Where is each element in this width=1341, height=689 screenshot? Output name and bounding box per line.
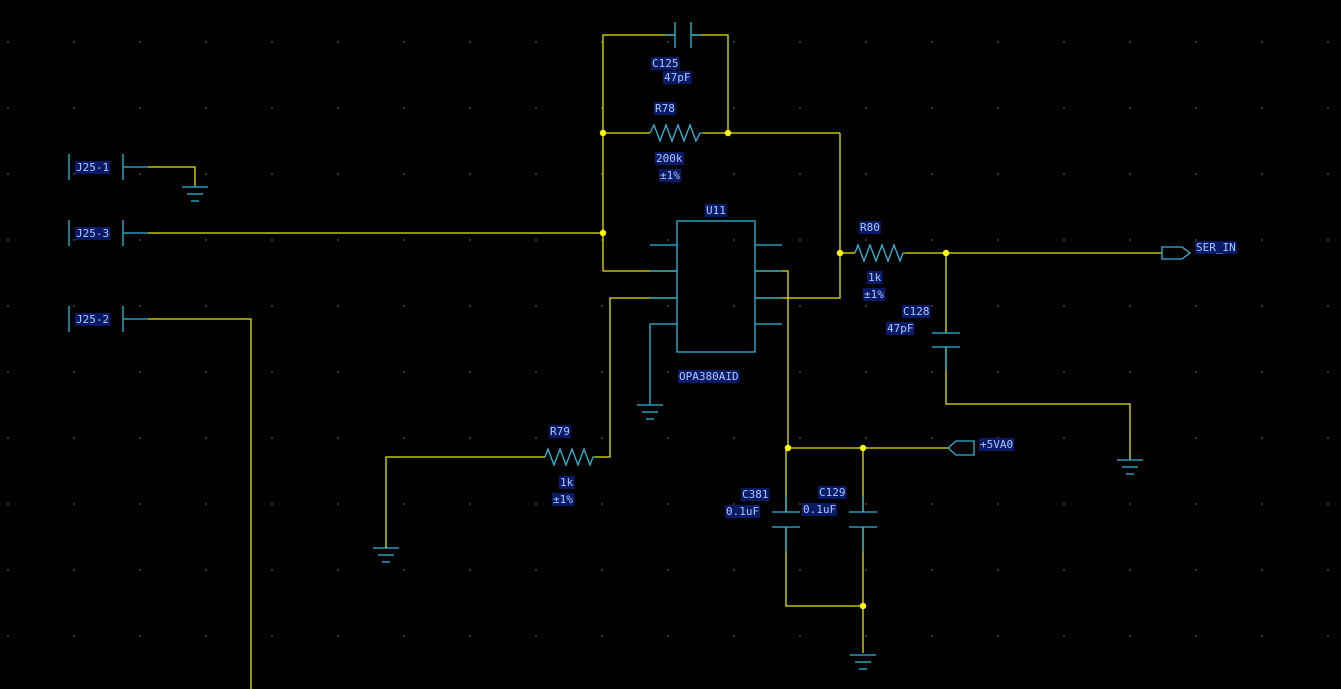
r80-tolerance: ±1%: [864, 288, 884, 301]
c381-value: 0.1uF: [726, 505, 759, 518]
r78-value: 200k: [656, 152, 683, 165]
junction-dot: [859, 602, 867, 610]
junctions: [599, 129, 950, 610]
c125-ref: C125: [652, 57, 679, 70]
u11-ref: U11: [706, 204, 726, 217]
connector-j25-3[interactable]: J25-3: [68, 220, 148, 246]
grid-dots: [7, 41, 1329, 637]
port-ser-in[interactable]: SER_IN: [1161, 241, 1237, 260]
junction-dot: [859, 444, 867, 452]
wire-output: [756, 133, 841, 299]
c128-value: 47pF: [887, 322, 914, 335]
junction-dot: [599, 129, 607, 137]
resistor-r79[interactable]: R79 1k ±1%: [544, 425, 595, 506]
r79-tolerance: ±1%: [553, 493, 573, 506]
ground-symbol[interactable]: [637, 404, 663, 420]
junction-dot: [942, 249, 950, 257]
connector-label: J25-2: [76, 313, 109, 326]
r80-ref: R80: [860, 221, 880, 234]
c381-ref: C381: [742, 488, 769, 501]
r79-value: 1k: [560, 476, 574, 489]
wire-r79-left: [385, 456, 545, 545]
junction-dot: [599, 229, 607, 237]
u11-part: OPA380AID: [679, 370, 739, 383]
c128-ref: C128: [903, 305, 930, 318]
port-vcc[interactable]: +5VA0: [947, 438, 1015, 456]
resistor-r80[interactable]: R80 1k ±1%: [854, 221, 905, 301]
ground-symbol[interactable]: [373, 545, 399, 563]
opamp-u11[interactable]: U11 OPA380AID: [649, 204, 782, 405]
capacitor-c381[interactable]: C381 0.1uF: [725, 488, 800, 552]
c129-ref: C129: [819, 486, 846, 499]
c129-value: 0.1uF: [803, 503, 836, 516]
wire-j25-1: [148, 166, 196, 185]
r78-ref: R78: [655, 102, 675, 115]
ser-in-label: SER_IN: [1196, 241, 1236, 254]
r80-value: 1k: [868, 271, 882, 284]
wire-c128-bot: [945, 347, 1131, 460]
capacitor-c125[interactable]: C125 47pF: [651, 22, 701, 84]
capacitor-c128[interactable]: C128 47pF: [886, 305, 960, 370]
r78-tolerance: ±1%: [660, 169, 680, 182]
wire-fb-right: [691, 34, 729, 133]
wires: [148, 34, 1162, 689]
junction-dot: [784, 444, 792, 452]
wire-j25-2: [148, 318, 252, 689]
r79-ref: R79: [550, 425, 570, 438]
connector-j25-2[interactable]: J25-2: [68, 306, 148, 332]
connector-label: J25-3: [76, 227, 109, 240]
wire-c381-bot: [785, 527, 863, 607]
vcc-label: +5VA0: [980, 438, 1013, 451]
wire-pin3: [595, 297, 677, 458]
c125-value: 47pF: [664, 71, 691, 84]
wire-fb-left: [602, 34, 675, 133]
junction-dot: [836, 249, 844, 257]
connector-j25-1[interactable]: J25-1: [68, 154, 148, 180]
ground-symbol[interactable]: [182, 185, 208, 202]
ground-symbol[interactable]: [1117, 459, 1143, 475]
capacitor-c129[interactable]: C129 0.1uF: [802, 486, 877, 552]
resistor-r78[interactable]: R78 200k ±1%: [649, 102, 703, 182]
junction-dot: [724, 129, 732, 137]
ground-symbol[interactable]: [850, 654, 876, 670]
connector-label: J25-1: [76, 161, 109, 174]
